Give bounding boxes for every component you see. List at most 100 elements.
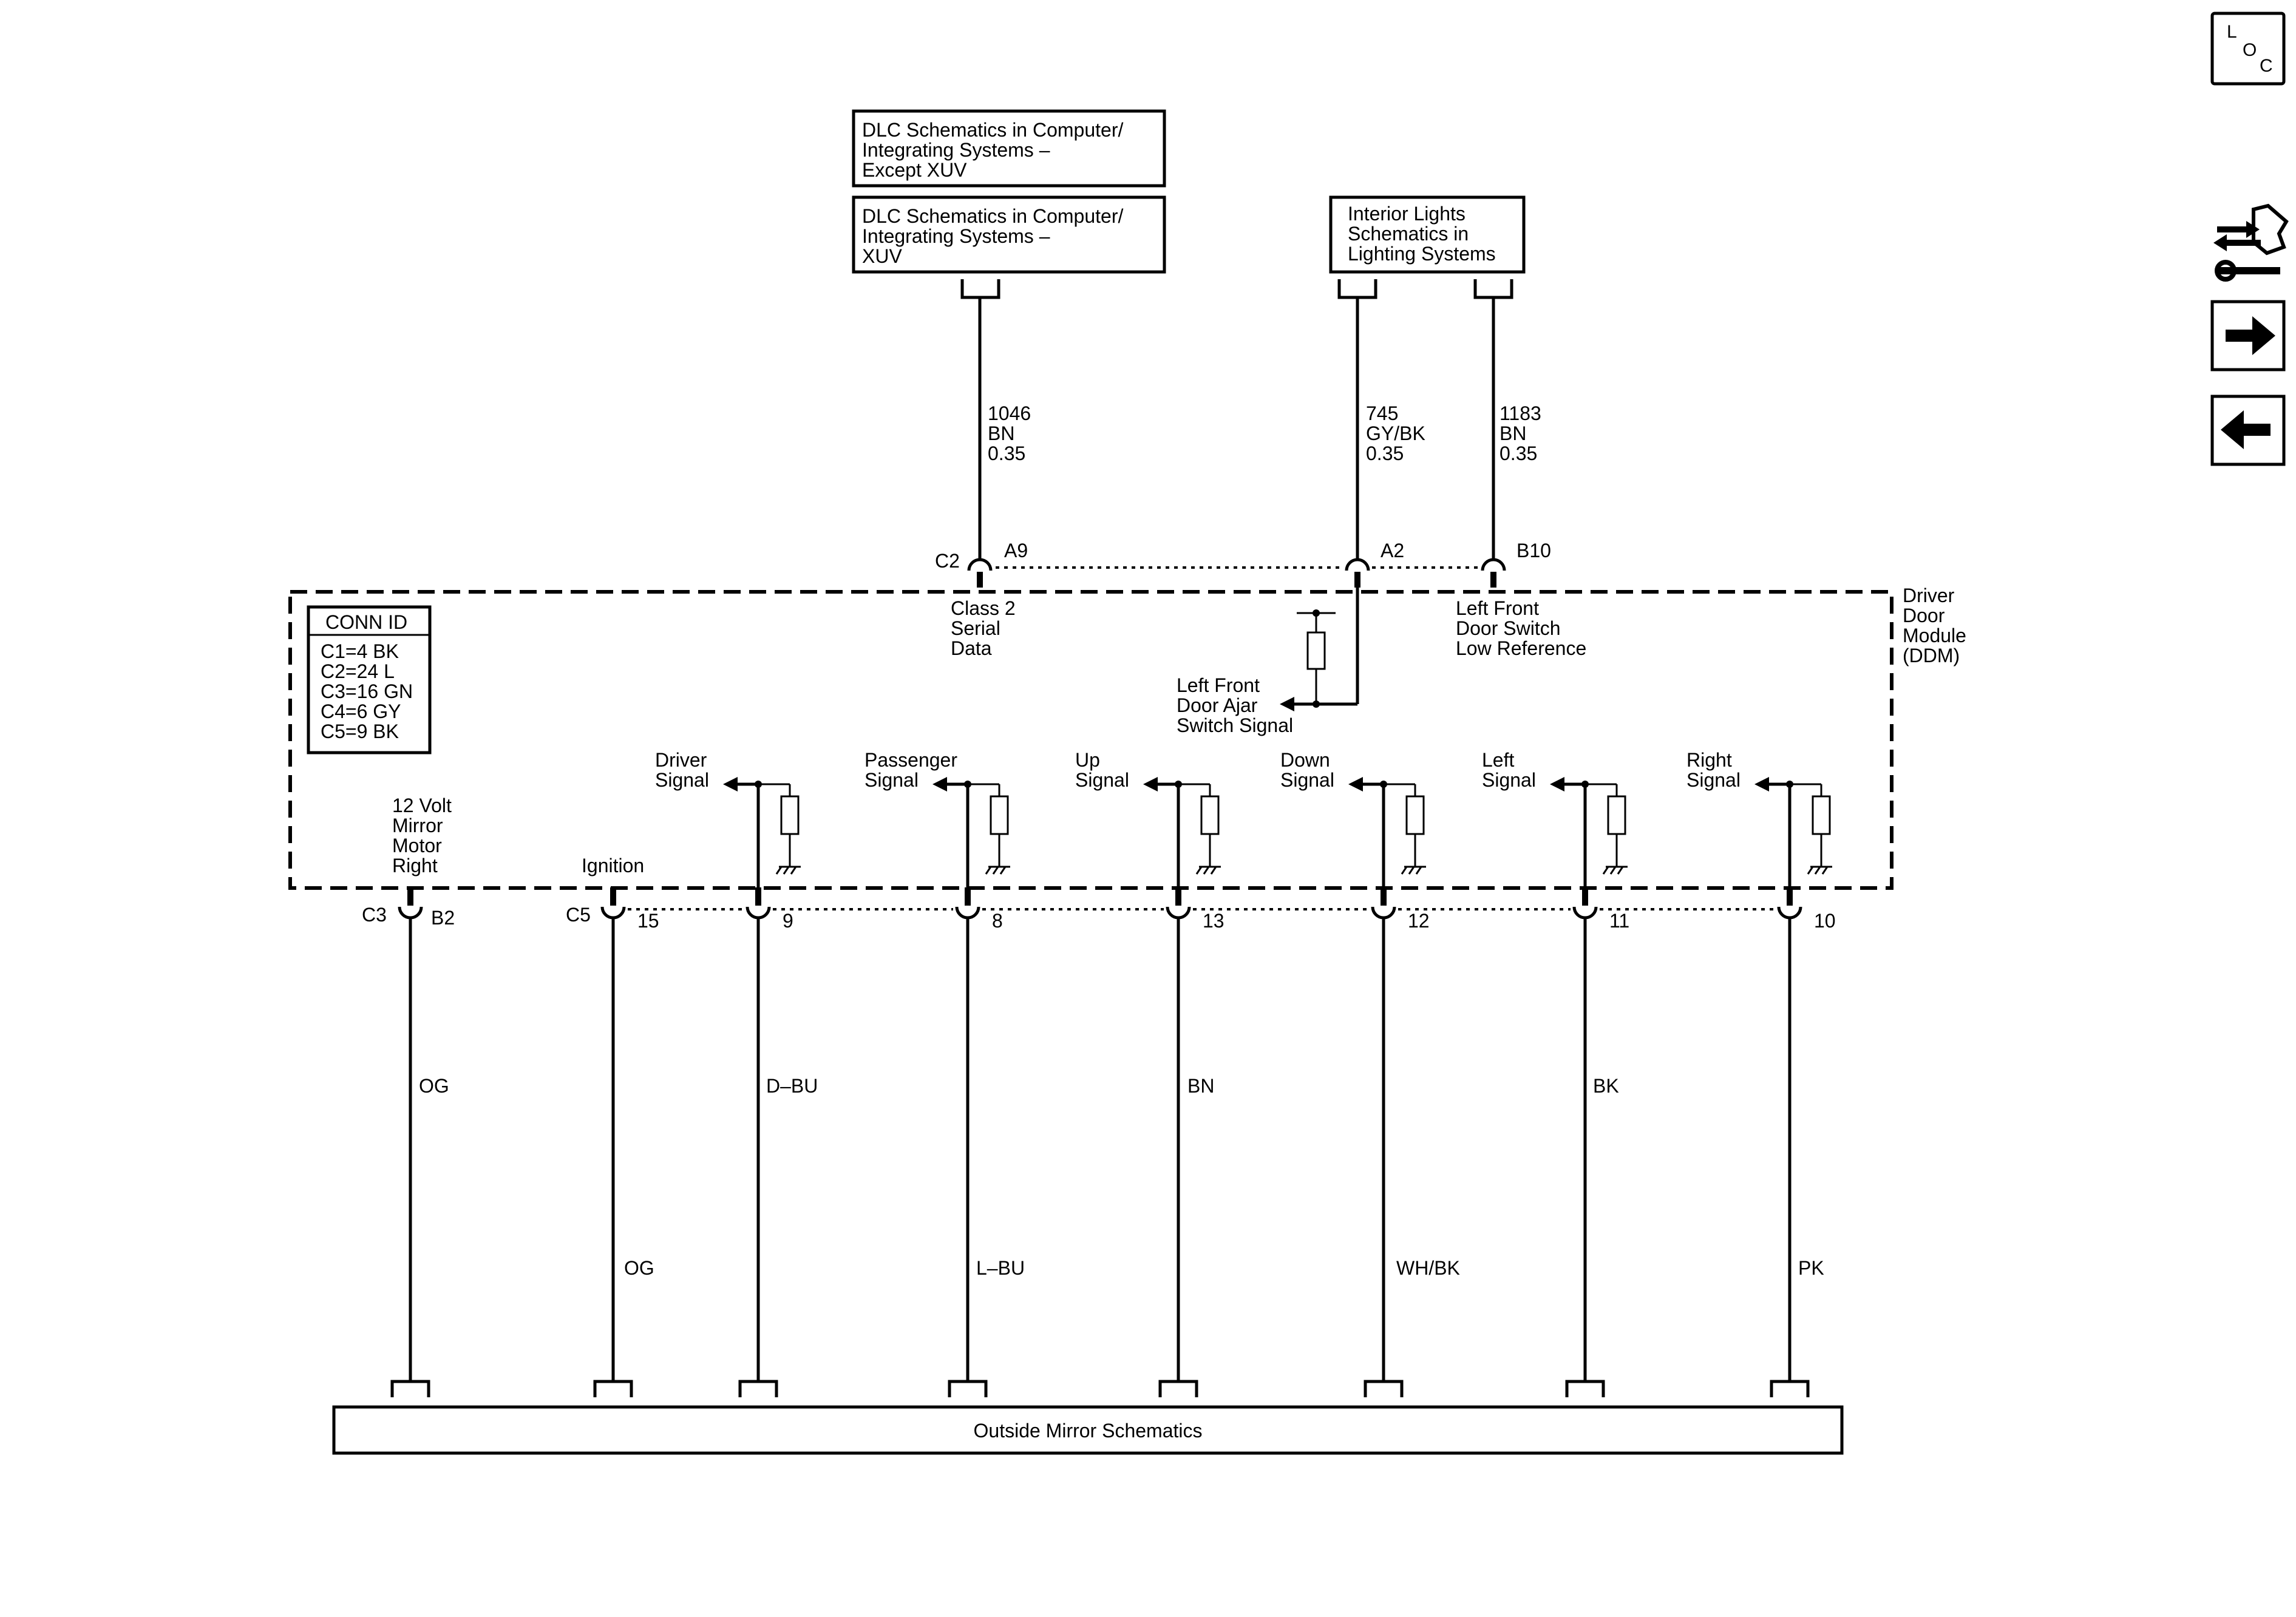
ref-dlc-xuv[interactable]: DLC Schematics in Computer/ Integrating … xyxy=(852,195,1166,274)
pin-b10-label: B10 xyxy=(1517,540,1551,561)
wire-color-label: WH/BK xyxy=(1396,1257,1460,1279)
top-wires xyxy=(978,297,1495,558)
signal-label-line: Down xyxy=(1280,749,1330,771)
ground-symbol xyxy=(775,866,801,875)
signal-label-line: Signal xyxy=(864,769,919,791)
module-name-line1: Driver xyxy=(1903,585,1955,606)
pin-b2-label: B2 xyxy=(431,907,455,929)
signal-label-line: Left xyxy=(1482,749,1514,771)
module-name: Driver Door Module (DDM) xyxy=(1903,585,1966,666)
ref-dlc-xuv-line2: Integrating Systems – xyxy=(862,225,1050,247)
pulldown-resistor xyxy=(990,795,1009,835)
conn-id-c4: C4=6 GY xyxy=(321,700,401,722)
connector-c2-label: C2 xyxy=(935,550,960,572)
ground-symbol xyxy=(1195,866,1221,875)
pin-block xyxy=(610,887,616,906)
signal-label-line: Signal xyxy=(655,769,709,791)
signal-label-line: Right xyxy=(1686,749,1732,771)
wire-color-bn: BN xyxy=(988,422,1014,444)
signal-label-line: Driver xyxy=(655,749,707,771)
circuit-number-745: 745 xyxy=(1366,402,1398,424)
pin-number-label: 8 xyxy=(992,910,1003,932)
pin-number-label: 13 xyxy=(1203,910,1224,932)
pin-block xyxy=(755,887,761,906)
connector-pin-symbol xyxy=(955,906,980,920)
signal-label-line: Passenger xyxy=(864,749,957,771)
pin-number-label: 9 xyxy=(783,910,793,932)
signal-label-line2: Mirror xyxy=(392,815,443,836)
pin-number-label: 15 xyxy=(637,910,659,932)
ref-interior-lights-line2: Schematics in xyxy=(1348,223,1469,245)
wire-color-label: BN xyxy=(1187,1075,1214,1097)
signal-label-line1: Left Front xyxy=(1456,597,1539,619)
conn-id-c2: C2=24 L xyxy=(321,660,395,682)
signal-label-line4: Right xyxy=(392,855,438,876)
pin-number-label: 11 xyxy=(1609,910,1629,932)
ref-outside-mirror[interactable]: Outside Mirror Schematics xyxy=(332,1405,1844,1455)
ref-dlc-except-xuv[interactable]: DLC Schematics in Computer/ Integrating … xyxy=(852,109,1166,188)
pin-block xyxy=(1787,887,1793,906)
top-connector-symbols xyxy=(960,279,1513,299)
wire-label-745: 745 GY/BK 0.35 xyxy=(1366,402,1425,464)
ground-symbol xyxy=(1602,866,1628,875)
pulldown-resistor xyxy=(1812,795,1831,835)
top-connector-pins xyxy=(967,558,1506,588)
module-name-line4: (DDM) xyxy=(1903,645,1960,666)
pulldown-resistor xyxy=(1200,795,1220,835)
loc-button[interactable]: L O C xyxy=(2210,12,2286,86)
signal-label-line3: Data xyxy=(951,637,992,659)
ddm-module-outline xyxy=(288,590,1894,890)
wire-color-label: OG xyxy=(419,1075,449,1097)
wire-gauge: 0.35 xyxy=(988,442,1025,464)
circuit-number-1046: 1046 xyxy=(988,402,1031,424)
wire-end-connector xyxy=(738,1380,778,1397)
ref-interior-lights[interactable]: Interior Lights Schematics in Lighting S… xyxy=(1329,195,1526,274)
connector-c5-label: C5 xyxy=(566,904,591,926)
wire-label-1046: 1046 BN 0.35 xyxy=(988,402,1031,464)
connector-pin-symbol xyxy=(1572,906,1598,920)
signal-door-ajar: Left Front Door Ajar Switch Signal xyxy=(1177,674,1293,736)
wire-end-connector xyxy=(1364,1380,1404,1397)
connector-pin-symbol xyxy=(600,906,626,920)
forward-arrow-icon[interactable] xyxy=(2210,300,2286,371)
circuit-number-1183: 1183 xyxy=(1500,402,1541,424)
connector-pin-symbol xyxy=(746,906,771,920)
wrench-harness-icon[interactable] xyxy=(2213,203,2289,282)
pin-block xyxy=(965,887,971,906)
wire-color-label: L–BU xyxy=(976,1257,1025,1279)
pin-block xyxy=(1175,887,1181,906)
ref-dlc-except-xuv-line1: DLC Schematics in Computer/ xyxy=(862,119,1123,141)
loc-letter-c: C xyxy=(2260,56,2273,76)
signal-label-line2: Door Switch xyxy=(1456,617,1561,639)
pin-a2-label: A2 xyxy=(1381,540,1404,561)
ground-symbol xyxy=(1807,866,1832,875)
wire-color-label: PK xyxy=(1798,1257,1824,1279)
back-arrow-icon[interactable] xyxy=(2210,395,2286,466)
signal-label-line: Signal xyxy=(1075,769,1129,791)
wire-color-label: BK xyxy=(1593,1075,1619,1097)
loc-letter-o: O xyxy=(2243,40,2257,60)
pin-block xyxy=(1582,887,1588,906)
wire-label-1183: 1183 BN 0.35 xyxy=(1500,402,1541,464)
pulldown-resistor xyxy=(1405,795,1425,835)
wire-end-connector xyxy=(948,1380,988,1397)
wire-end-connector xyxy=(1565,1380,1605,1397)
signal-arrow xyxy=(1550,777,1564,792)
conn-id-table: CONN ID C1=4 BK C2=24 L C3=16 GN C4=6 GY… xyxy=(307,605,432,754)
signal-arrow xyxy=(1143,777,1158,792)
signal-label-line1: 12 Volt xyxy=(392,795,452,816)
ground-symbol xyxy=(985,866,1010,875)
wire-end-connector xyxy=(390,1380,430,1397)
signal-label-line: Signal xyxy=(1280,769,1334,791)
wire-end-connector xyxy=(1770,1380,1810,1397)
conn-id-title: CONN ID xyxy=(325,611,407,633)
signal-label-line3: Motor xyxy=(392,835,442,856)
ref-dlc-except-xuv-line3: Except XUV xyxy=(862,159,967,181)
wire-color-bn: BN xyxy=(1500,422,1526,444)
connector-pin-symbol xyxy=(398,906,423,920)
pin-number-label: 12 xyxy=(1408,910,1430,932)
signal-12v-mirror-motor: 12 Volt Mirror Motor Right xyxy=(392,795,452,876)
connector-pin-symbol xyxy=(1777,906,1802,920)
wire-color-label: D–BU xyxy=(766,1075,818,1097)
